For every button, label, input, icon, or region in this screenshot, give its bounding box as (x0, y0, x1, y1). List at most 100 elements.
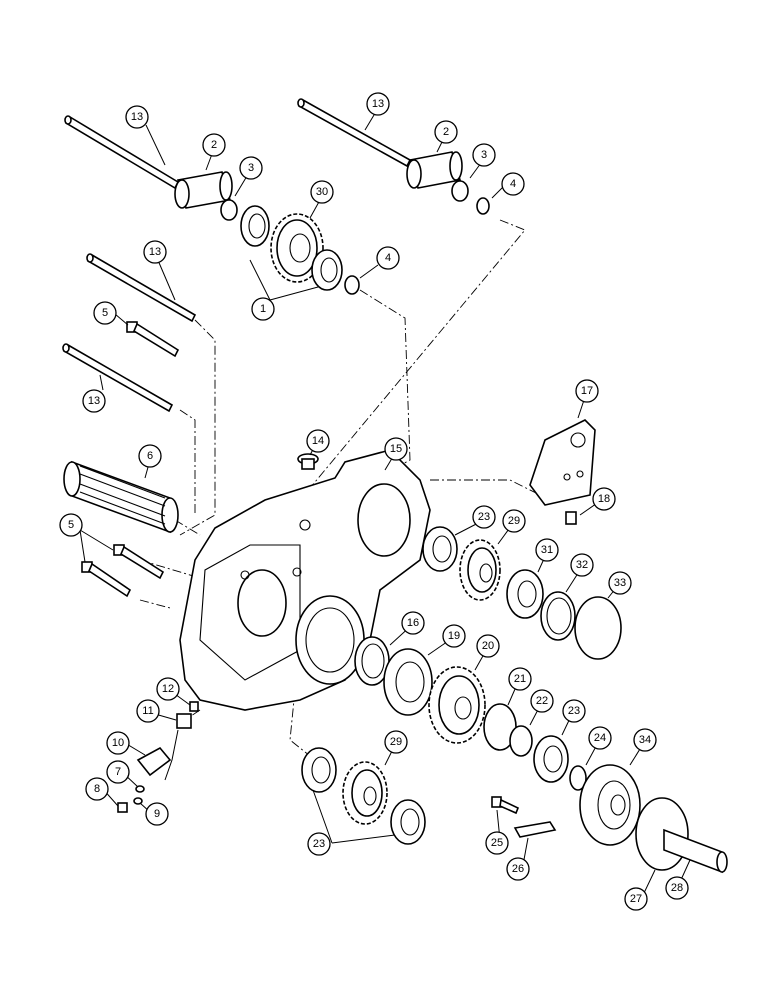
svg-text:17: 17 (581, 385, 593, 397)
spacer-32 (540, 591, 576, 641)
svg-text:31: 31 (541, 544, 553, 556)
svg-text:23: 23 (313, 838, 325, 850)
callout-31: 31 (535, 538, 559, 562)
callout-4-center: 4 (376, 246, 400, 270)
svg-text:3: 3 (248, 162, 254, 174)
stud-13-middle (86, 253, 197, 323)
callout-25: 25 (485, 831, 509, 855)
bearing-1-right (311, 249, 343, 291)
bolt-25 (491, 796, 520, 815)
svg-text:23: 23 (478, 511, 490, 523)
gear-30 (270, 213, 324, 283)
svg-text:13: 13 (131, 111, 143, 123)
shaft-2-right (406, 151, 463, 189)
callout-32: 32 (570, 553, 594, 577)
svg-text:13: 13 (88, 395, 100, 407)
svg-text:22: 22 (536, 695, 548, 707)
svg-text:10: 10 (112, 737, 124, 749)
bearing-23-lower-left (301, 747, 337, 793)
snap-ring-33 (574, 596, 622, 660)
fitting-11 (176, 713, 192, 729)
svg-text:32: 32 (576, 559, 588, 571)
bracket-17 (529, 419, 596, 506)
callout-23-lower: 23 (307, 832, 331, 856)
callout-23-middle: 23 (562, 699, 586, 723)
bearing-19 (383, 648, 433, 716)
svg-text:34: 34 (639, 734, 651, 746)
callout-16: 16 (401, 611, 425, 635)
callout-8: 8 (85, 777, 109, 801)
bearing-23-lower-right (390, 799, 426, 845)
cover-34 (579, 764, 641, 846)
svg-text:15: 15 (390, 443, 402, 455)
svg-text:6: 6 (147, 450, 153, 462)
o-ring-27 (635, 797, 689, 871)
svg-text:1: 1 (260, 303, 266, 315)
svg-text:4: 4 (510, 178, 516, 190)
gear-29-lower (342, 761, 388, 825)
callout-29-lower: 29 (384, 730, 408, 754)
callout-1: 1 (251, 297, 275, 321)
svg-text:25: 25 (491, 837, 503, 849)
callout-13-middle: 13 (143, 240, 167, 264)
svg-text:12: 12 (162, 683, 174, 695)
plug-14 (297, 453, 319, 470)
callout-26: 26 (506, 857, 530, 881)
svg-text:2: 2 (211, 139, 217, 151)
callout-29-upper: 29 (502, 509, 526, 533)
callout-14: 14 (306, 429, 330, 453)
svg-text:5: 5 (102, 307, 108, 319)
o-ring-3-left (220, 199, 238, 221)
callout-17: 17 (575, 379, 599, 403)
o-ring-3-right (451, 180, 469, 202)
o-ring-4-center (344, 275, 360, 295)
callout-3-left: 3 (239, 156, 263, 180)
svg-text:24: 24 (594, 732, 606, 744)
bearing-1-left (240, 205, 270, 247)
callout-3-right: 3 (472, 143, 496, 167)
svg-text:2: 2 (443, 126, 449, 138)
callout-2-right: 2 (434, 120, 458, 144)
svg-text:28: 28 (671, 882, 683, 894)
callouts: 13 2 3 30 13 2 3 4 4 1 13 5 13 6 5 14 15… (59, 92, 689, 911)
fitting-12 (189, 701, 199, 712)
splined-shaft-6 (63, 460, 179, 534)
gear-20 (428, 666, 486, 744)
callout-23-upper: 23 (472, 505, 496, 529)
svg-text:20: 20 (482, 640, 494, 652)
svg-text:29: 29 (390, 736, 402, 748)
assembly-centerlines (139, 219, 541, 761)
svg-text:29: 29 (508, 515, 520, 527)
svg-text:8: 8 (94, 783, 100, 795)
svg-text:3: 3 (481, 149, 487, 161)
bracket-10 (136, 746, 172, 777)
sensor-pipe (164, 729, 179, 781)
bolt-5-upper (126, 321, 180, 358)
callout-21: 21 (508, 667, 532, 691)
callout-18: 18 (592, 487, 616, 511)
callout-6: 6 (138, 444, 162, 468)
svg-text:13: 13 (372, 98, 384, 110)
stud-13-top-right (297, 98, 412, 168)
callout-13-top-right: 13 (366, 92, 390, 116)
bearing-23-middle (533, 735, 569, 783)
svg-text:27: 27 (630, 893, 642, 905)
output-shaft-28 (663, 828, 728, 874)
callout-15: 15 (384, 437, 408, 461)
bearing-23-upper (422, 526, 458, 572)
callout-34: 34 (633, 728, 657, 752)
svg-text:23: 23 (568, 705, 580, 717)
ring-24 (569, 765, 587, 791)
svg-text:9: 9 (154, 808, 160, 820)
callout-5-lower: 5 (59, 513, 83, 537)
washer-9 (133, 797, 143, 805)
callout-11: 11 (136, 699, 160, 723)
svg-text:16: 16 (407, 617, 419, 629)
callout-4-right: 4 (501, 172, 525, 196)
bolt-18 (565, 511, 577, 525)
screw-8 (117, 802, 128, 813)
svg-text:13: 13 (149, 246, 161, 258)
callout-7: 7 (106, 760, 130, 784)
svg-text:19: 19 (448, 630, 460, 642)
bearing-31 (506, 569, 544, 619)
